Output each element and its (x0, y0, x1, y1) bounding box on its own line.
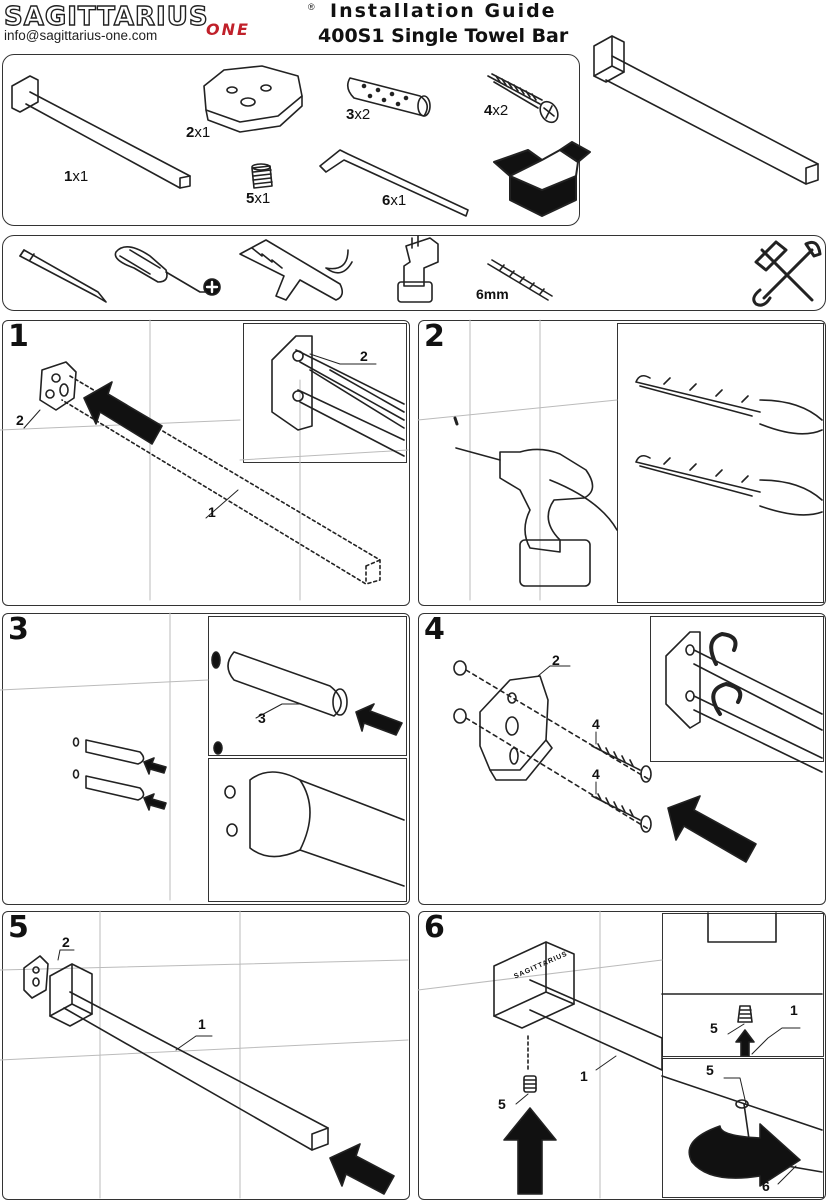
screwdriver-icon (114, 246, 207, 293)
part-5-label: 5x1 (246, 190, 270, 207)
contact-email: info@sagittarius-one.com (4, 28, 158, 43)
step-4-screws-drawing (591, 743, 652, 833)
step-4-direction-arrow (667, 795, 757, 863)
part-6-label: 6x1 (382, 192, 406, 209)
step-3-number: 3 (8, 612, 29, 647)
pencil-icon (19, 249, 107, 303)
step-1-callout-bar: 1 (208, 504, 216, 520)
brand-logo-sub: ONE (206, 20, 250, 39)
step-2-panel (418, 320, 826, 606)
step-3-inset-top-drawing (211, 651, 403, 755)
step-3-panel (2, 613, 410, 905)
part-2-number: 2 (186, 124, 195, 141)
step-5-towel-bar-drawing (49, 963, 329, 1151)
step-4-bracket-drawing (453, 660, 553, 781)
step-3-inset-bottom-drawing (224, 771, 405, 887)
step-6-inset-top-drawing (661, 912, 823, 1057)
step-1-direction-arrow (83, 381, 163, 445)
step-3-detail-inset-top (208, 616, 407, 756)
step-1-inset-callout-bracket: 2 (360, 348, 368, 364)
step-1-wall-lines (0, 319, 409, 601)
part-5-number: 5 (246, 190, 255, 207)
part-5-set-screw-drawing (251, 163, 273, 189)
step-5-callout-bar: 1 (198, 1016, 206, 1032)
step-1-detail-inset (243, 323, 407, 463)
product-title: 400S1 Single Towel Bar (318, 25, 569, 47)
registered-mark: ® (308, 2, 315, 12)
power-drill-icon (397, 235, 439, 303)
step-4-inset-drawing (665, 631, 823, 773)
step-4-guide-lines (465, 669, 651, 831)
tools-panel (2, 235, 826, 311)
part-4-number: 4 (484, 102, 493, 119)
step-4-callout-bracket: 2 (552, 652, 560, 668)
step-3-arrow-2 (143, 793, 167, 811)
part-4-screw-drawing (487, 73, 559, 124)
part-3-wall-plug-drawing (346, 77, 431, 117)
step-5-number: 5 (8, 910, 29, 945)
part-3-number: 3 (346, 106, 355, 123)
step-2-drill-drawing (455, 447, 618, 587)
guide-title: Installation Guide (330, 0, 557, 22)
step-5-direction-arrow (329, 1143, 395, 1195)
step-6-set-screw-drawing (523, 1075, 537, 1093)
part-3-label: 3x2 (346, 106, 370, 123)
step-2-number: 2 (424, 319, 445, 354)
brand-logo: SAGITTARIUS (3, 1, 209, 32)
part-1-qty: x1 (72, 168, 89, 185)
step-6-inset-callout-allen-key: 6 (762, 1178, 770, 1194)
step-6-up-arrow (503, 1107, 557, 1195)
box-icon (493, 141, 591, 217)
step-1-bracket-drawing (39, 361, 77, 411)
step-2-inset-drawing (635, 374, 823, 516)
part-6-allen-key-drawing (319, 149, 469, 217)
part-4-qty: x2 (492, 102, 509, 119)
tools-crossed-icon (752, 240, 822, 307)
step-6-inset-callout-bar: 1 (790, 1002, 798, 1018)
parts-panel (2, 54, 580, 226)
part-2-label: 2x1 (186, 124, 210, 141)
step-1-callout-bracket: 2 (16, 412, 24, 428)
drill-bit-icon (487, 259, 553, 301)
step-1-panel (2, 320, 410, 606)
part-2-qty: x1 (194, 124, 211, 141)
step-1-inset-drawing (271, 335, 405, 457)
step-3-arrow-1 (143, 757, 167, 775)
step-5-bracket-drawing (23, 955, 49, 999)
step-6-callout-set-screw: 5 (498, 1096, 506, 1112)
part-1-number: 1 (64, 168, 73, 185)
part-2-bracket-drawing (203, 65, 303, 133)
step-6-flange-drawing (493, 941, 663, 1071)
assembled-towel-bar-drawing (593, 35, 819, 185)
step-6-callout-bar: 1 (580, 1068, 588, 1084)
step-6-inset-callout-set-screw-2: 5 (706, 1062, 714, 1078)
step-5-callout-bracket: 2 (62, 934, 70, 950)
step-6-inset-callout-set-screw: 5 (710, 1020, 718, 1036)
step-4-panel (418, 613, 826, 905)
part-5-qty: x1 (254, 190, 271, 207)
part-1-label: 1x1 (64, 168, 88, 185)
hammer-icon (239, 239, 353, 301)
step-2-detail-inset (617, 323, 824, 603)
step-4-number: 4 (424, 612, 445, 647)
part-6-number: 6 (382, 192, 391, 209)
step-1-number: 1 (8, 319, 29, 354)
part-1-towel-bar-drawing (11, 75, 191, 189)
part-6-qty: x1 (390, 192, 407, 209)
step-3-callout-plug: 3 (258, 710, 266, 726)
step-4-callout-screw-1: 4 (592, 716, 600, 732)
part-3-qty: x2 (354, 106, 371, 123)
part-4-label: 4x2 (484, 102, 508, 119)
step-3-plugs-drawing (72, 737, 145, 801)
drill-bit-size-label: 6mm (476, 286, 509, 302)
step-6-inset-bottom-drawing (661, 1075, 823, 1187)
step-6-number: 6 (424, 910, 445, 945)
step-4-callout-screw-2: 4 (592, 766, 600, 782)
step-1-bar-outline (61, 375, 381, 585)
